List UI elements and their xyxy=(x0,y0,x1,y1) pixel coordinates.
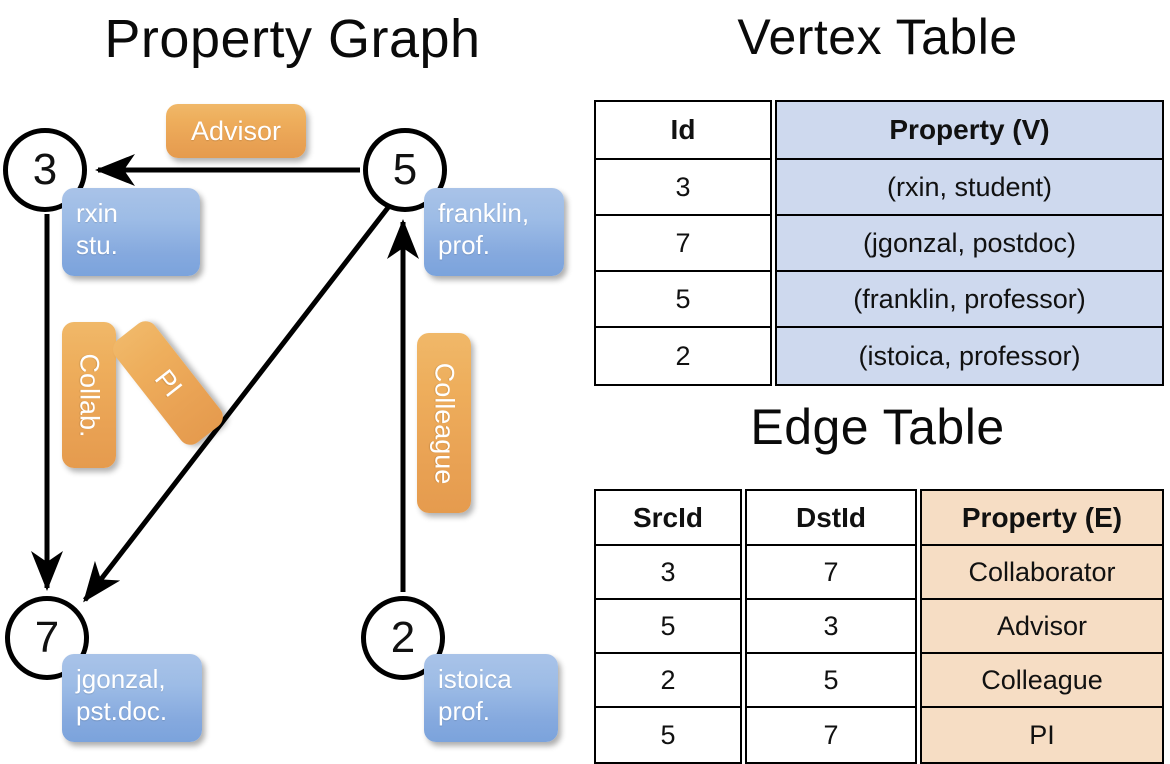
edge-label-pi-text: PI xyxy=(148,363,189,402)
table-cell: Colleague xyxy=(922,654,1162,708)
table-cell: 5 xyxy=(596,272,770,328)
table-cell: 3 xyxy=(747,600,915,654)
page-title-vertex-table: Vertex Table xyxy=(737,9,1018,65)
table-cell: 3 xyxy=(596,546,740,600)
table-cell: (istoica, professor) xyxy=(777,328,1162,384)
edge-table-column-property: Property (E) Collaborator Advisor Collea… xyxy=(920,489,1164,764)
vertex-table-header-property: Property (V) xyxy=(777,102,1162,160)
vertex-property-role-7: pst.doc. xyxy=(76,695,168,726)
edge-table-header-property: Property (E) xyxy=(922,491,1162,546)
vertex-property-role-3: stu. xyxy=(76,229,118,260)
vertex-property-name-2: istoica xyxy=(438,664,512,694)
table-cell: 5 xyxy=(596,600,740,654)
edge-label-colleague-text: Colleague xyxy=(429,362,460,484)
table-cell: 5 xyxy=(660,719,676,750)
edge-table-header-srcid: SrcId xyxy=(596,491,740,546)
table-cell: 2 xyxy=(596,654,740,708)
graph-edge-arrows xyxy=(31,154,419,603)
vertex-property-role-5: prof. xyxy=(438,229,491,260)
edge-table-column-srcid: SrcId 3 5 2 5 xyxy=(594,489,742,764)
table-cell: 7 xyxy=(823,719,839,750)
vertex-property-name-3: rxin xyxy=(76,198,118,228)
table-cell: 3 xyxy=(596,160,770,216)
edge-label-collab: Collab. xyxy=(62,322,116,468)
edge-arrow-5-to-7 xyxy=(83,203,392,603)
graph-vertex-2[interactable]: 2 xyxy=(361,596,445,680)
edge-label-advisor-text: Advisor xyxy=(190,115,282,146)
table-cell: (franklin, professor) xyxy=(777,272,1162,328)
table-cell: 5 xyxy=(747,654,915,708)
vertex-table-column-id: Id 3 7 5 2 xyxy=(594,100,772,386)
vertex-property-box-7: jgonzal, pst.doc. xyxy=(62,654,202,742)
vertex-property-name-7: jgonzal, xyxy=(76,664,166,694)
edge-table-column-dstid: DstId 7 3 5 7 xyxy=(745,489,917,764)
edge-table: SrcId 3 5 2 5 DstId 7 3 5 7 Property (E)… xyxy=(594,489,1164,764)
edge-table-header-dstid: DstId xyxy=(747,491,915,546)
table-cell: 7 xyxy=(596,216,770,272)
vertex-table-column-property: Property (V) (rxin, student) (jgonzal, p… xyxy=(775,100,1164,386)
vertex-property-box-3: rxin stu. xyxy=(62,188,200,276)
table-cell: Collaborator xyxy=(922,546,1162,600)
vertex-property-box-2: istoica prof. xyxy=(424,654,558,742)
table-cell: 7 xyxy=(747,546,915,600)
edge-label-advisor: Advisor xyxy=(166,104,306,158)
page-title-property-graph: Property Graph xyxy=(104,9,481,69)
vertex-property-box-5: franklin, prof. xyxy=(424,188,564,276)
table-cell: (jgonzal, postdoc) xyxy=(777,216,1162,272)
table-cell: PI xyxy=(922,708,1162,762)
table-cell: Advisor xyxy=(922,600,1162,654)
vertex-table-header-id: Id xyxy=(596,102,770,160)
vertex-property-role-2: prof. xyxy=(438,695,491,726)
table-cell: (rxin, student) xyxy=(777,160,1162,216)
vertex-property-name-5: franklin, xyxy=(438,198,530,228)
edge-label-colleague: Colleague xyxy=(417,333,471,513)
edge-label-collab-text: Collab. xyxy=(74,352,105,438)
table-cell: 2 xyxy=(675,340,691,371)
vertex-table: Id 3 7 5 2 Property (V) (rxin, student) … xyxy=(594,100,1164,386)
page-title-edge-table: Edge Table xyxy=(750,399,1005,455)
graph-vertex-5[interactable]: 5 xyxy=(363,128,447,212)
property-graph-diagram: 3 5 7 2 rxin stu. franklin, prof. jgonza… xyxy=(0,0,585,760)
